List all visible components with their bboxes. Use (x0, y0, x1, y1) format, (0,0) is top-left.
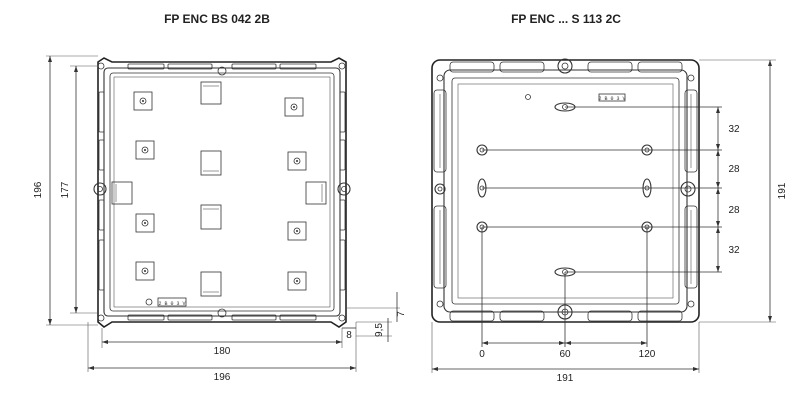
cutout (305, 181, 327, 205)
left-mounting-points: 2 B 0 3 V (111, 81, 327, 307)
dim-left-flange: 7 (396, 311, 407, 317)
dim-right-width: 191 (557, 373, 574, 384)
cutout (111, 181, 133, 205)
dim-right-x0: 0 (479, 349, 485, 360)
left-label-plate: 2 B 0 3 V (158, 301, 185, 307)
left-title: FP ENC BS 042 2B (164, 12, 270, 26)
dim-left-right-offset: 8 (346, 330, 352, 341)
right-outer-frame (431, 58, 700, 323)
dim-right-spacing-1: 32 (728, 124, 740, 135)
dim-right-x120: 120 (639, 349, 656, 360)
boss (284, 97, 304, 117)
dim-right-spacing-2: 28 (728, 164, 740, 175)
boss (287, 151, 307, 171)
boss (135, 140, 155, 160)
boss (287, 271, 307, 291)
dim-right-x60: 60 (559, 349, 571, 360)
dim-right-spacing-3: 28 (728, 205, 740, 216)
right-title: FP ENC ... S 113 2C (511, 12, 621, 26)
right-label-plate: 2 B 0 3 V (598, 96, 625, 102)
boss (135, 261, 155, 281)
cutout (200, 150, 222, 176)
right-enclosure-drawing: FP ENC ... S 113 2C (431, 12, 788, 384)
cutout (200, 271, 222, 297)
boss (287, 221, 307, 241)
dim-left-width-inner: 180 (214, 346, 231, 357)
dim-left-bottom-offset: 9,5 (374, 323, 385, 337)
left-outer-frame (93, 57, 351, 328)
cutout (200, 81, 222, 105)
dim-left-height-inner: 177 (60, 181, 71, 198)
left-dimensions: 196 177 180 196 8 (33, 55, 407, 383)
cutout (200, 204, 222, 230)
right-mounting-points: 2 B 0 3 V (476, 93, 653, 277)
boss (135, 213, 155, 233)
dim-right-spacing-4: 32 (728, 245, 740, 256)
right-leader-lines (481, 106, 722, 347)
right-dimensions: 32 28 28 32 191 0 60 120 191 (431, 59, 788, 384)
left-enclosure-drawing: FP ENC BS 042 2B (33, 12, 407, 383)
dim-left-height-outer: 196 (33, 181, 44, 198)
dim-right-height: 191 (777, 182, 788, 199)
boss (133, 91, 153, 111)
dim-left-width-outer: 196 (214, 372, 231, 383)
